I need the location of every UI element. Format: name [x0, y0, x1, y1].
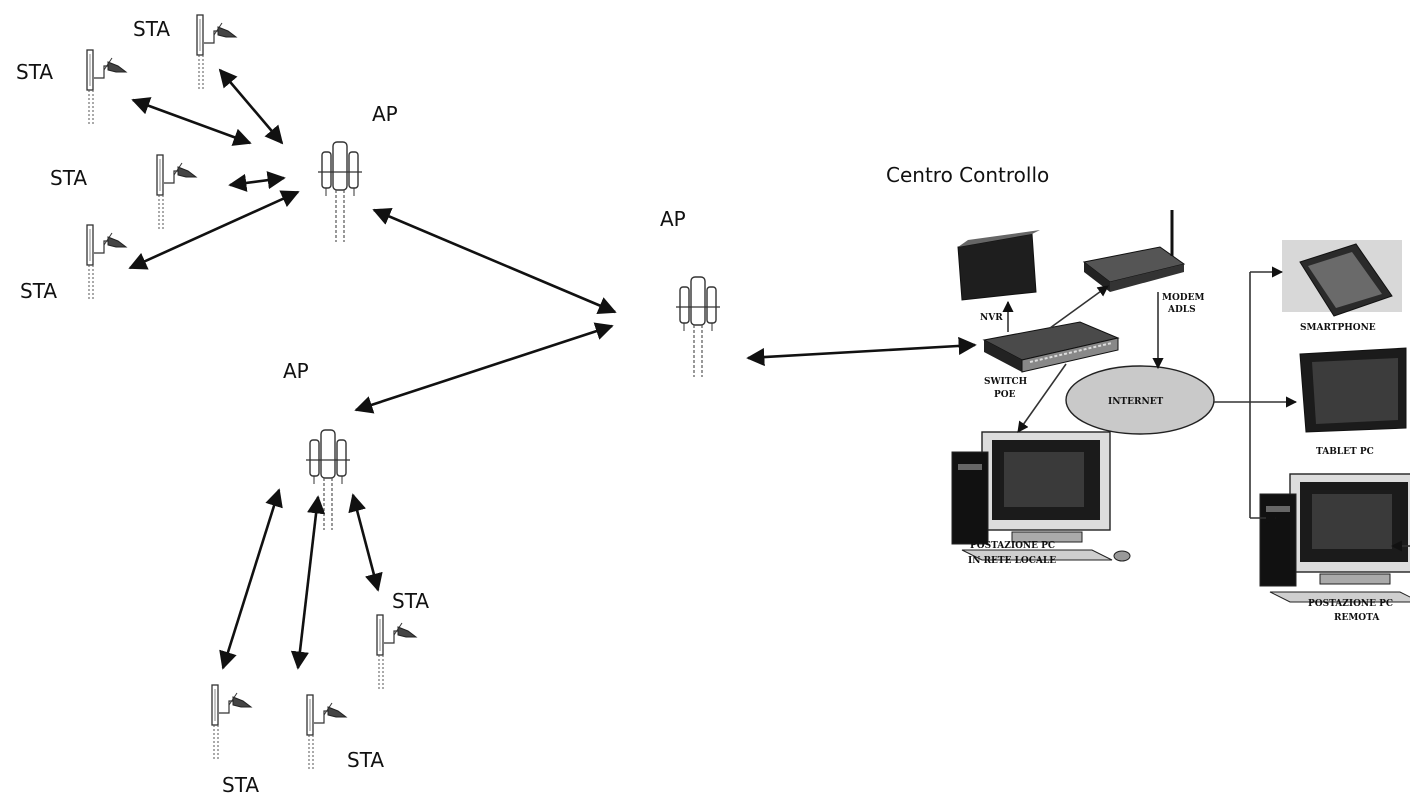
- adls-label: ADLS: [1167, 305, 1196, 315]
- sta-label: STA: [133, 17, 170, 41]
- smartphone-label: SMARTPHONE: [1300, 323, 1376, 333]
- ap-label: AP: [372, 102, 398, 126]
- sta-label: STA: [222, 773, 259, 797]
- local-pc-label-1: POSTAZIONE PC: [970, 541, 1055, 551]
- sta-antenna-icon-6: [211, 684, 252, 761]
- remote-pc-label-2: REMOTA: [1334, 613, 1380, 623]
- switch-label: SWITCH: [984, 377, 1028, 387]
- access-point-icon-3: [305, 429, 351, 531]
- access-point-icon-2: [675, 276, 721, 378]
- ap-label: AP: [283, 359, 309, 383]
- sta-label: STA: [20, 279, 57, 303]
- link-arrow: [228, 171, 286, 192]
- nvr-label: NVR: [980, 313, 1003, 323]
- poe-label: POE: [994, 390, 1016, 400]
- link-arrow: [348, 493, 383, 592]
- link-arrow: [218, 68, 284, 145]
- remote-pc-label-1: POSTAZIONE PC: [1308, 599, 1393, 609]
- sta-antenna-icon-5: [376, 614, 417, 691]
- sta-label: STA: [347, 748, 384, 772]
- smartphone-icon: [1282, 240, 1402, 317]
- link-arrow: [131, 97, 252, 146]
- link-arrow: [354, 322, 614, 414]
- sta-antenna-icon-1: [86, 49, 127, 126]
- sta-label: STA: [392, 589, 429, 613]
- sta-antenna-icon-3: [156, 154, 197, 231]
- control-center-title: Centro Controllo: [886, 163, 1049, 187]
- ap-label: AP: [660, 207, 686, 231]
- tablet-icon: [1299, 347, 1407, 433]
- link-arrow: [128, 190, 300, 270]
- local-pc-label-2: IN RETE LOCALE: [968, 556, 1056, 566]
- sta-label: STA: [16, 60, 53, 84]
- link-arrow: [290, 495, 326, 670]
- link-arrow: [372, 208, 617, 314]
- link-arrow: [1049, 285, 1109, 329]
- modem-label: MODEM: [1162, 293, 1204, 303]
- modem-icon: [1082, 210, 1186, 292]
- access-point-icon-1: [317, 141, 363, 243]
- internet-label: INTERNET: [1108, 397, 1164, 407]
- sta-antenna-icon-4: [86, 224, 127, 301]
- link-arrow: [746, 336, 977, 367]
- sta-antenna-icon-2: [196, 14, 237, 91]
- link-arrow: [219, 488, 283, 670]
- internet-cloud-icon: [1065, 365, 1215, 435]
- sta-antenna-icon-7: [306, 694, 347, 771]
- remote-pc-icon: [1259, 473, 1410, 604]
- tablet-label: TABLET PC: [1316, 447, 1374, 457]
- nvr-box-icon: [957, 230, 1040, 301]
- link-arrow: [1017, 363, 1067, 433]
- sta-label: STA: [50, 166, 87, 190]
- switch-icon: [982, 321, 1120, 373]
